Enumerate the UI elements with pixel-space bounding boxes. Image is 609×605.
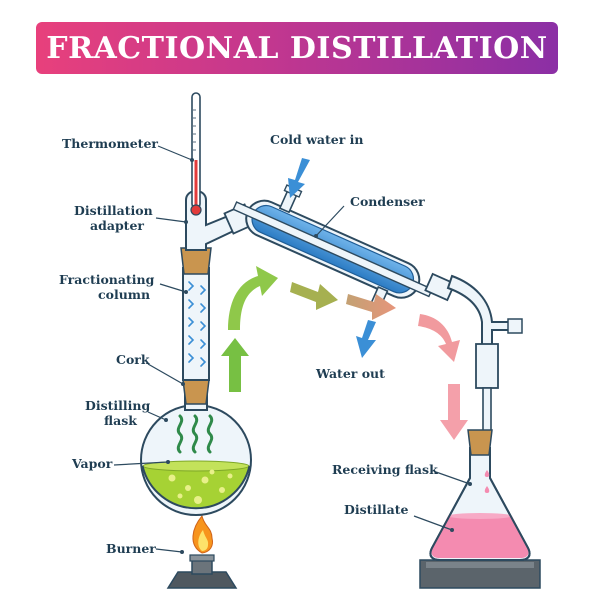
arrow-down-pink-icon <box>440 384 468 440</box>
burner <box>166 514 238 589</box>
cork-receiving <box>467 429 493 456</box>
arrow-right-tan-icon <box>346 294 396 320</box>
label-cold-water-in: Cold water in <box>270 132 364 147</box>
leader-lines <box>113 145 472 554</box>
cork-lower <box>182 379 210 405</box>
flow-arrows <box>221 158 468 440</box>
label-fractionating-column-line1: Fractionating <box>59 272 155 287</box>
arrow-water-in-icon <box>288 158 310 198</box>
arrow-curve-pink-icon <box>418 314 460 362</box>
label-cork: Cork <box>116 352 150 367</box>
label-receiving-flask: Receiving flask <box>332 462 438 477</box>
condenser <box>232 184 434 316</box>
label-distillation-adapter-line1: Distillation <box>74 203 153 218</box>
thermometer <box>190 92 202 216</box>
label-distillation-adapter-line2: adapter <box>90 218 144 233</box>
flame-icon <box>192 514 213 554</box>
arrow-right-olive-icon <box>290 282 338 310</box>
arrow-water-out-icon <box>356 320 376 358</box>
arrow-up-icon <box>221 338 249 392</box>
distillate-drops <box>484 470 490 493</box>
label-burner: Burner <box>106 541 156 556</box>
label-vapor: Vapor <box>71 456 113 471</box>
vacuum-adapter <box>424 272 523 433</box>
label-fractionating-column-line2: column <box>98 287 150 302</box>
label-distilling-flask-line2: flask <box>104 413 137 428</box>
boiling-bubbles <box>168 469 233 504</box>
label-thermometer: Thermometer <box>62 136 158 151</box>
distilling-flask <box>140 377 252 516</box>
label-condenser: Condenser <box>350 194 425 209</box>
cork-upper <box>180 247 212 275</box>
vapor-waves <box>176 414 214 454</box>
label-distillate: Distillate <box>344 502 409 517</box>
title-banner: FRACTIONAL DISTILLATION <box>36 22 558 74</box>
arrow-curve-icon <box>228 266 278 330</box>
receiving-flask <box>419 429 541 589</box>
fractionating-column <box>182 267 210 381</box>
page-title: FRACTIONAL DISTILLATION <box>46 30 548 66</box>
label-water-out: Water out <box>315 366 385 381</box>
label-distilling-flask-line1: Distilling <box>85 398 150 413</box>
